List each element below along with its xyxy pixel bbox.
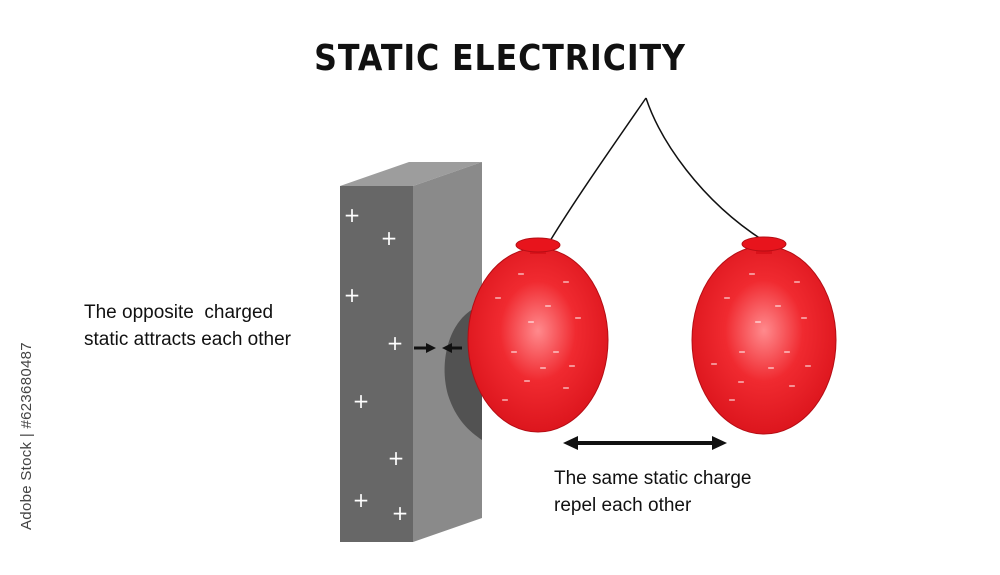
arrow-head-left <box>563 436 578 450</box>
balloon-left-body <box>467 247 609 433</box>
page-title: STATIC ELECTRICITY <box>314 38 686 79</box>
repel-arrow <box>563 436 727 450</box>
repulsion-caption-line-1: The same static charge <box>554 468 752 489</box>
attraction-caption-line-2: static attracts each other <box>84 329 291 350</box>
minus-sign: – <box>575 310 582 326</box>
minus-sign: – <box>739 344 746 360</box>
balloon-right: – – – – – – – – – – – – – – <box>691 236 837 435</box>
minus-sign: – <box>794 274 801 290</box>
wall-top-face <box>340 162 482 186</box>
minus-sign: – <box>805 358 812 374</box>
plus-sign: + <box>344 203 361 227</box>
balloon-right-body <box>691 245 837 435</box>
minus-sign: – <box>540 360 547 376</box>
arrow-head-right <box>426 343 436 353</box>
attraction-caption: The opposite charged static attracts eac… <box>84 299 344 353</box>
arrow-head-left <box>442 343 452 353</box>
minus-sign: – <box>768 360 775 376</box>
minus-sign: – <box>755 314 762 330</box>
minus-sign: – <box>563 380 570 396</box>
minus-sign: – <box>569 358 576 374</box>
minus-sign: – <box>738 374 745 390</box>
balloon-left-knot <box>515 237 561 253</box>
minus-sign: – <box>563 274 570 290</box>
plus-sign: + <box>392 501 409 525</box>
wall-front-face <box>340 186 413 542</box>
plus-sign: + <box>388 446 405 470</box>
minus-sign: – <box>789 378 796 394</box>
plus-sign: + <box>387 331 404 355</box>
attraction-arrows <box>414 343 462 353</box>
minus-sign: – <box>711 356 718 372</box>
minus-sign: – <box>729 392 736 408</box>
minus-sign: – <box>495 290 502 306</box>
minus-sign: – <box>518 266 525 282</box>
plus-sign: + <box>353 488 370 512</box>
string-right <box>645 97 765 242</box>
minus-sign: – <box>749 266 756 282</box>
plus-sign: + <box>344 283 361 307</box>
minus-sign: – <box>553 344 560 360</box>
wall-plus-signs: + + + + + + + + <box>344 203 409 525</box>
minus-sign: – <box>724 290 731 306</box>
minus-sign: – <box>528 314 535 330</box>
minus-sign: – <box>784 344 791 360</box>
plus-sign: + <box>381 226 398 250</box>
plus-sign: + <box>353 389 370 413</box>
minus-sign: – <box>511 344 518 360</box>
repulsion-caption-line-2: repel each other <box>554 495 692 516</box>
string-left <box>549 97 647 242</box>
minus-sign: – <box>545 298 552 314</box>
minus-sign: – <box>775 298 782 314</box>
repulsion-caption: The same static charge repel each other <box>554 465 814 519</box>
charged-wall <box>340 162 482 542</box>
side-watermark-text: Adobe Stock | #623680487 <box>18 342 35 530</box>
minus-sign: – <box>524 373 531 389</box>
balloon-right-knot <box>741 236 787 252</box>
balloon-left: – – – – – – – – – – – – – <box>467 237 609 433</box>
minus-sign: – <box>801 310 808 326</box>
arrow-head-right <box>712 436 727 450</box>
minus-sign: – <box>502 392 509 408</box>
attraction-caption-line-1: The opposite charged <box>84 302 274 323</box>
